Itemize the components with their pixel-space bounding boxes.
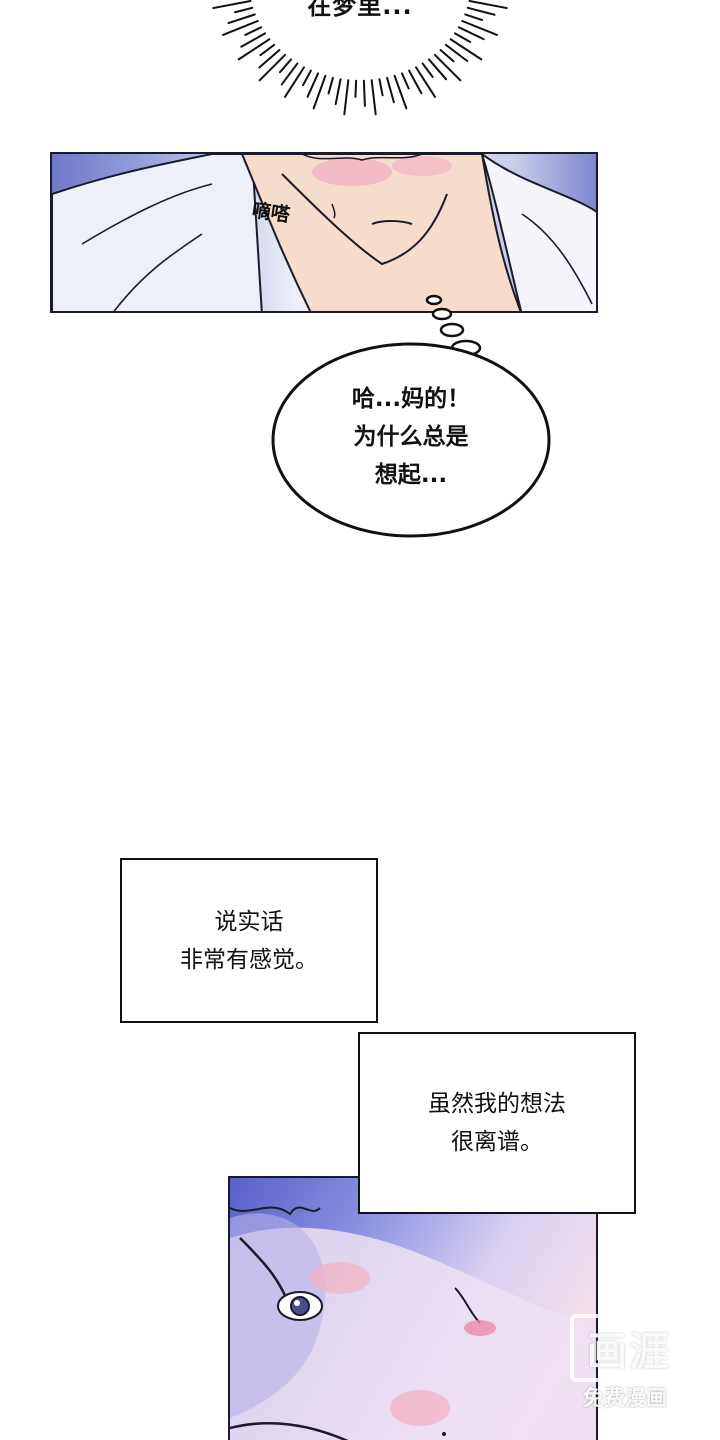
burst-line	[421, 62, 434, 78]
burst-line	[362, 79, 366, 107]
narration-line: 非常有感觉。	[180, 946, 318, 973]
comic-panel-1: 嘀嗒	[50, 152, 598, 313]
thought-text: 哈...妈的！ 为什么总是 想起...	[300, 380, 522, 494]
panel-1-illustration	[52, 154, 596, 311]
burst-line	[343, 79, 350, 116]
burst-line	[240, 32, 267, 48]
burst-line	[439, 49, 455, 63]
burst-line	[259, 43, 276, 57]
watermark-text: 免费漫画	[583, 1386, 667, 1410]
burst-line	[466, 6, 496, 16]
panel-2-illustration	[230, 1206, 596, 1440]
burst-text: 在梦里...	[307, 0, 413, 20]
burst-line	[258, 49, 281, 69]
burst-line	[427, 58, 448, 81]
burst-line	[221, 19, 259, 36]
burst-line	[433, 53, 462, 82]
narration-line: 说实话	[214, 908, 284, 935]
burst-line	[449, 38, 483, 61]
burst-line	[234, 6, 254, 14]
burst-line	[408, 69, 423, 95]
burst-line	[400, 72, 410, 90]
burst-line	[453, 32, 472, 44]
burst-line	[444, 43, 469, 62]
burst-line	[370, 79, 377, 116]
narration-box-2: 虽然我的想法 很离谱。	[358, 1032, 636, 1214]
burst-line	[306, 72, 320, 98]
burst-line	[212, 0, 252, 10]
burst-line	[284, 66, 305, 98]
burst-line	[237, 38, 271, 61]
speech-burst-lines	[212, 0, 508, 116]
thought-bubble	[271, 342, 551, 538]
burst-line	[354, 79, 358, 98]
burst-line	[386, 76, 395, 104]
thought-line: 为什么总是	[353, 424, 469, 450]
thought-line: 想起...	[374, 462, 448, 488]
burst-line	[327, 76, 334, 95]
burst-line	[461, 19, 499, 36]
burst-line	[457, 26, 485, 41]
burst-line	[393, 74, 408, 110]
burst-line	[244, 26, 263, 36]
narration-line: 很离谱。	[451, 1129, 543, 1155]
burst-line	[258, 53, 287, 82]
narration-box-1: 说实话 非常有感觉。	[120, 858, 378, 1023]
burst-line	[278, 58, 293, 74]
burst-line	[468, 0, 508, 10]
comic-panel-2	[228, 1176, 598, 1440]
burst-line	[280, 62, 299, 86]
watermark-logo: 画涯	[570, 1314, 688, 1382]
narration-line: 虽然我的想法	[428, 1091, 566, 1117]
sound-effect-text: 嘀嗒	[250, 199, 292, 227]
watermark: 画涯 免费漫画	[560, 1310, 690, 1420]
burst-line	[227, 13, 256, 25]
thought-bubble-tail	[425, 294, 482, 357]
burst-line	[378, 78, 384, 97]
thought-line: 哈...妈的！	[351, 386, 471, 412]
burst-line	[312, 74, 327, 110]
burst-line	[464, 13, 484, 22]
burst-line	[302, 69, 312, 87]
burst-line	[415, 66, 436, 98]
burst-line	[334, 78, 342, 106]
